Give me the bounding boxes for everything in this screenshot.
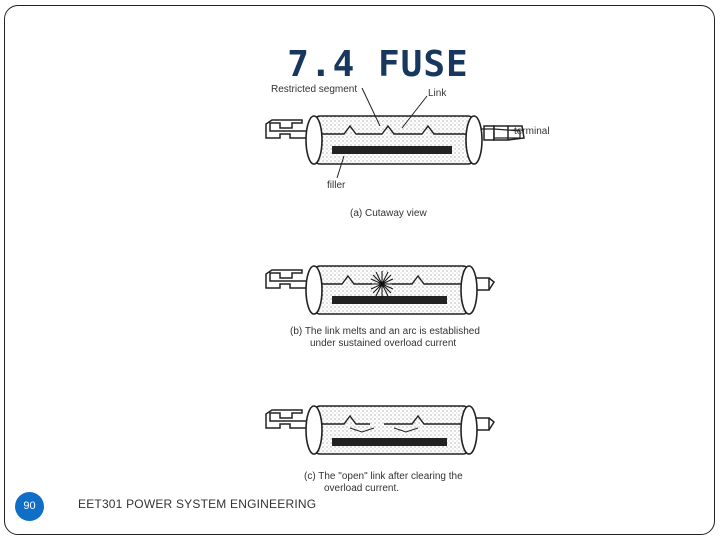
arc-burst [370, 271, 394, 298]
fuse-open-c [265, 405, 495, 455]
label-terminal: terminal [514, 126, 550, 137]
slide-title: 7.4 FUSE [287, 44, 469, 85]
label-restricted-segment: Restricted segment [271, 84, 358, 95]
label-filler: filler [327, 180, 346, 191]
fuse-cutaway-a [265, 87, 525, 179]
fuse-illustration [265, 87, 525, 455]
fuse-melting-b [265, 265, 495, 315]
footer-course-title: EET301 POWER SYSTEM ENGINEERING [78, 497, 317, 511]
caption-c-line1: (c) The "open" link after clearing the [304, 471, 463, 482]
label-link: Link [428, 88, 447, 99]
caption-a: (a) Cutaway view [350, 208, 427, 219]
caption-c-line2: overload current. [324, 483, 400, 494]
caption-b-line2: under sustained overload current [310, 338, 457, 349]
caption-b-line1: (b) The link melts and an arc is establi… [290, 326, 480, 337]
fuse-diagram: Restricted segment Link terminal filler … [262, 76, 562, 496]
page-number-badge: 90 [15, 492, 44, 521]
